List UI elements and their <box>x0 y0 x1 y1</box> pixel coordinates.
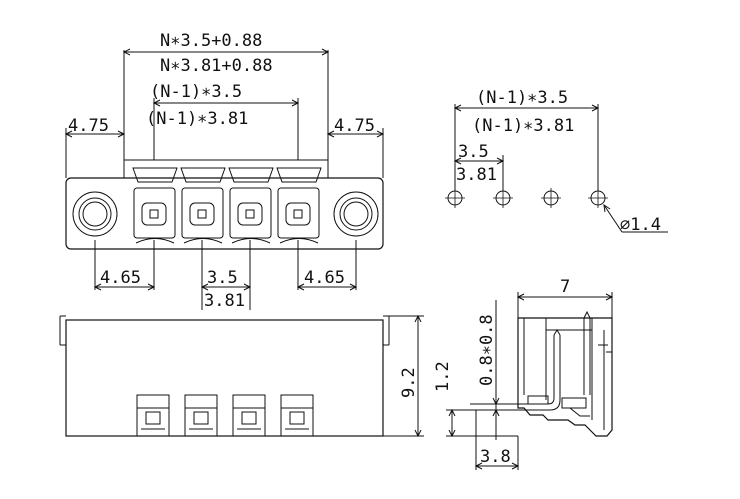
span-35-label: (N-1)∗3.5 <box>150 82 242 102</box>
edge-left-label: 4.65 <box>100 268 141 288</box>
pin-size-label: 0.8∗0.8 <box>477 314 497 386</box>
bottom-pin-1 <box>136 394 170 437</box>
pcb-pitch-35-label: 3.5 <box>458 142 489 162</box>
overall-width-381-label: N∗3.81+0.88 <box>160 56 273 76</box>
hole-diameter-label: ∅1.4 <box>620 215 661 235</box>
span-381-label: (N-1)∗3.81 <box>146 109 248 129</box>
pcb-span-35-label: (N-1)∗3.5 <box>476 88 568 108</box>
pcb-hole-3 <box>541 188 561 208</box>
pcb-pitch-381-label: 3.81 <box>456 165 497 185</box>
pcb-hole-4 <box>588 188 608 208</box>
bottom-pin-2 <box>184 394 218 437</box>
flange-left-label: 4.75 <box>68 116 109 136</box>
bottom-pin-4 <box>280 394 314 437</box>
pitch-381-label: 3.81 <box>204 291 245 311</box>
terminal-2 <box>180 167 226 244</box>
overall-width-35-label: N∗3.5+0.88 <box>160 31 262 51</box>
bottom-pin-3 <box>232 394 266 437</box>
edge-right-label: 4.65 <box>304 268 345 288</box>
pin-offset-label: 1.2 <box>433 361 453 392</box>
terminal-3 <box>228 167 274 244</box>
terminal-1 <box>132 167 178 244</box>
pcb-layout: (N-1)∗3.5 (N-1)∗3.81 3.5 3.81 <box>445 88 668 235</box>
front-view: N∗3.5+0.88 N∗3.81+0.88 (N-1)∗3.5 (N-1)∗3… <box>64 31 385 311</box>
pitch-35-label: 3.5 <box>207 268 238 288</box>
height-label: 9.2 <box>399 367 419 398</box>
pin-length-label: 3.8 <box>480 447 511 467</box>
pcb-hole-2 <box>493 188 513 208</box>
terminal-4 <box>276 167 322 244</box>
pcb-span-381-label: (N-1)∗3.81 <box>472 116 574 136</box>
pcb-hole-1 <box>445 188 465 208</box>
bottom-view: 9.2 <box>59 314 424 438</box>
side-view: 7 3.8 1.2 <box>433 277 614 470</box>
side-width-label: 7 <box>560 277 570 297</box>
flange-right-label: 4.75 <box>334 116 375 136</box>
